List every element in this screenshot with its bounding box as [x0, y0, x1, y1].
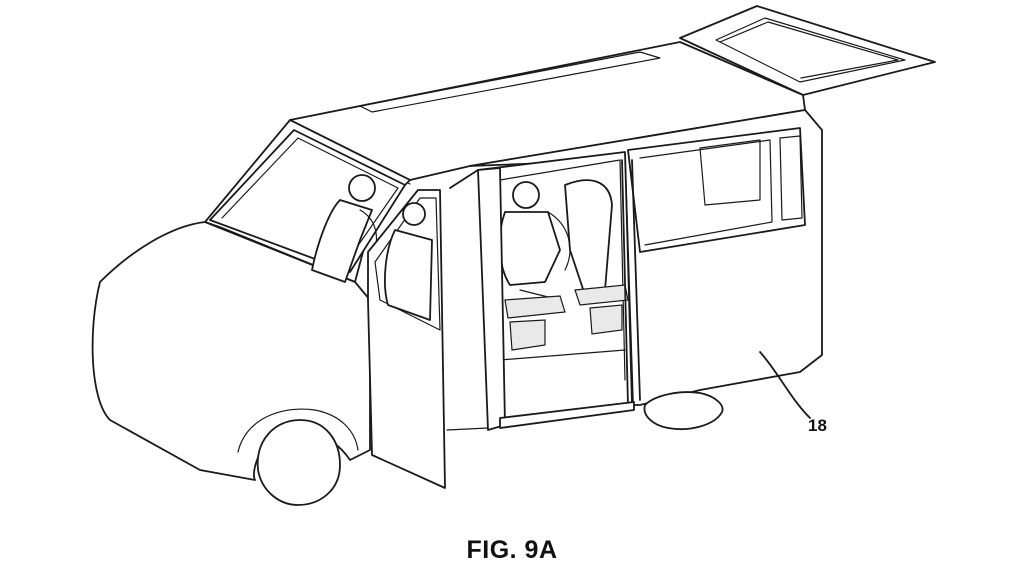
rear-liftgate [679, 5, 936, 96]
rear-passenger-figure [498, 181, 571, 351]
door-sill [446, 401, 635, 431]
rear-wheel [643, 391, 724, 430]
front-passenger-figure [384, 202, 433, 321]
sliding-door [621, 127, 806, 407]
figure-caption: FIG. 9A [466, 536, 558, 564]
reference-numeral: 18 [808, 416, 827, 435]
front-wheel [237, 408, 359, 506]
leader-line [759, 351, 811, 419]
b-pillar [449, 167, 506, 431]
